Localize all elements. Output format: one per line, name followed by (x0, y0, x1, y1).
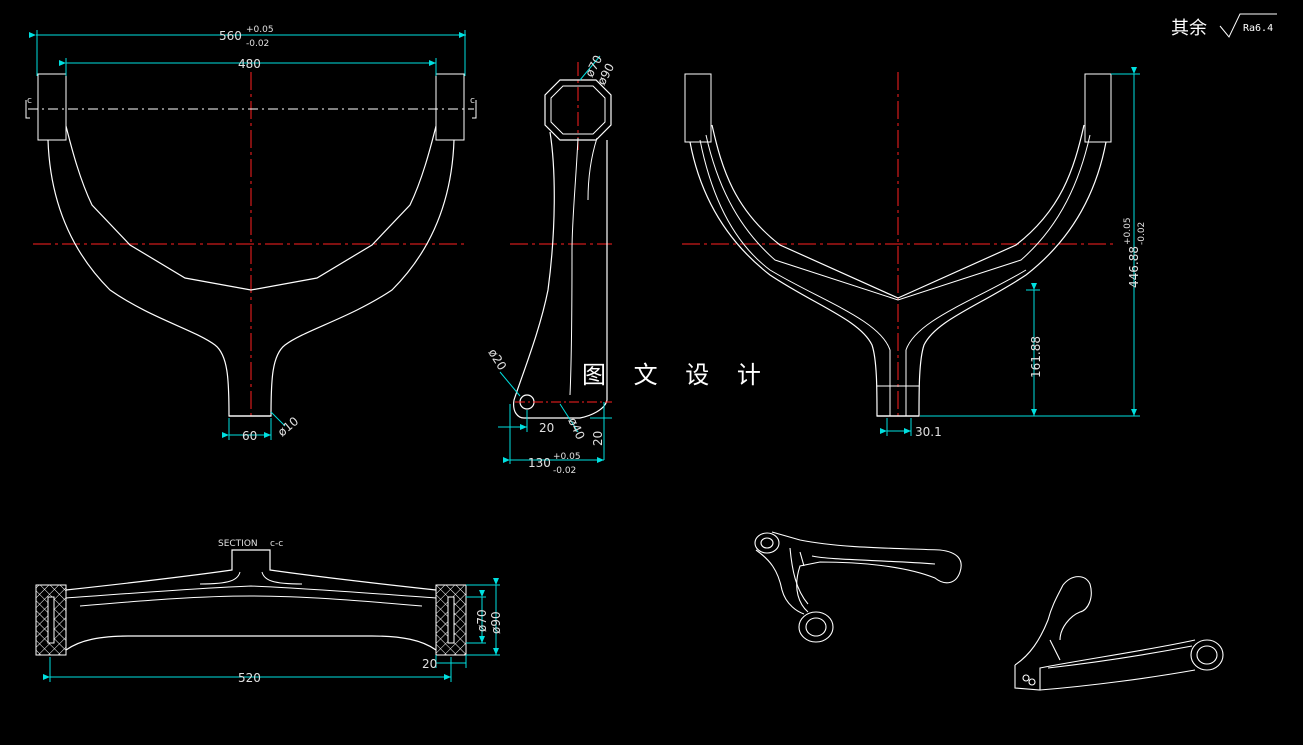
dim-520-value: 520 (238, 671, 261, 685)
dim-leader-hole (270, 411, 286, 427)
front-right-end-block (435, 73, 465, 141)
front-view: c c 560 +0.05 -0.02 480 60 ø10 (25, 25, 477, 443)
front-section-label-right: c (470, 96, 475, 106)
dim-pin-dia: ø20 (485, 346, 509, 373)
dim-90-value: ø90 (489, 611, 503, 634)
section-mid-contour-2 (79, 595, 423, 607)
section-web (199, 571, 303, 585)
right-inner-contour (711, 124, 1085, 299)
iso1-top-boss (754, 532, 780, 554)
dim-560-tol-lower: -0.02 (246, 39, 269, 49)
iso1-top-bore (760, 537, 774, 549)
iso1-bottom-bore (805, 617, 827, 637)
right-left-end-block (684, 73, 712, 143)
isometric-view-2 (1014, 576, 1224, 691)
right-rib-line-1 (705, 134, 1091, 301)
section-bottom-contour (65, 635, 437, 651)
dim-30-value: 30.1 (915, 425, 942, 439)
dim-446-tol-lower: -0.02 (1137, 222, 1147, 245)
dim-130-value: 130 (528, 456, 551, 470)
iso1-fork-outline (755, 549, 805, 615)
section-right-bore (447, 596, 455, 644)
iso2-right-boss (1190, 639, 1224, 671)
side-arm-contour (513, 131, 608, 419)
iso2-fork-outline (1014, 584, 1064, 666)
dim-leader-boss (559, 403, 579, 433)
dim-offset-value: 20 (539, 421, 554, 435)
dim-560-tol-upper: +0.05 (246, 25, 274, 35)
front-section-mark-left (25, 100, 30, 119)
section-top-contour (65, 549, 437, 591)
iso1-rib-lines (789, 547, 936, 605)
dim-446-value: 446.88 (1127, 246, 1141, 288)
right-view: 446.88 +0.05 -0.02 161.88 30.1 (682, 67, 1147, 439)
iso2-pin-hole-2 (1028, 678, 1036, 686)
section-view: SECTION c-c 520 20 ø70 ø90 (35, 539, 503, 685)
dim-70-value: ø70 (475, 609, 489, 632)
section-mark: c-c (270, 539, 283, 549)
front-left-end-block (37, 73, 67, 141)
right-rib-line-2 (699, 139, 1027, 416)
isometric-view-1 (754, 531, 962, 643)
dim-hole-value: ø10 (275, 414, 301, 439)
front-inner-contour (65, 125, 437, 291)
iso2-pin-hole-1 (1022, 674, 1030, 682)
side-view: ø70 ø90 ø20 20 ø40 20 130 +0.05 -0.02 (485, 53, 617, 476)
iso2-rib-lines (1047, 639, 1193, 669)
dim-446-tol-upper: +0.05 (1123, 217, 1133, 245)
surface-note-text: 其余 (1171, 18, 1207, 39)
dim-130-tol-upper: +0.05 (553, 452, 581, 462)
dim-161-value: 161.88 (1029, 336, 1043, 378)
iso1-bottom-boss (798, 611, 834, 643)
watermark-text: 图 文 设 计 (582, 361, 771, 389)
iso1-arm-outline (771, 531, 962, 613)
iso2-arm-outline (1014, 639, 1196, 691)
side-top-boss-inner (550, 85, 606, 135)
dim-480-value: 480 (238, 57, 261, 71)
right-right-end-block (1084, 73, 1112, 143)
section-title: SECTION (218, 539, 258, 549)
front-section-mark-right (472, 100, 477, 119)
iso2-top-boss-outline (1059, 576, 1092, 641)
dim-560-value: 560 (219, 29, 242, 43)
dim-leader-top-dia (579, 55, 601, 81)
dim-boss-dia: ø40 (565, 415, 587, 441)
dim-side-height: 20 (591, 431, 605, 446)
section-left-bore (47, 596, 55, 644)
dim-130-tol-lower: -0.02 (553, 466, 576, 476)
surface-roughness-note: 其余 Ra6.4 (1171, 13, 1277, 39)
dim-leader-pin (499, 371, 521, 397)
dim-wall-value: 20 (422, 657, 437, 671)
roughness-value: Ra6.4 (1243, 23, 1273, 34)
dim-60-value: 60 (242, 429, 257, 443)
roughness-symbol-icon (1219, 13, 1277, 38)
iso2-right-bore (1196, 645, 1218, 665)
front-section-label-left: c (27, 96, 32, 106)
side-arm-ridge-line (587, 137, 598, 201)
side-arm-inner-line (569, 137, 579, 396)
section-mid-contour-1 (65, 585, 437, 599)
